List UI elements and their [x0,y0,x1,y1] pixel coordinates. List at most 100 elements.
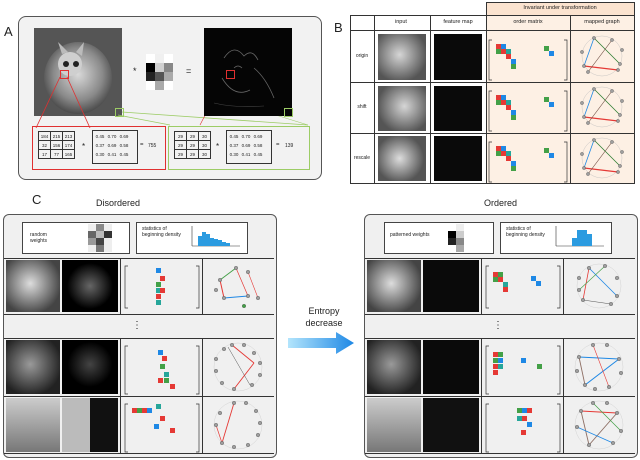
red-highlight-box [60,70,69,79]
patterned-weights-card [384,222,494,254]
ordered-title: Ordered [484,198,518,208]
ord-fm-3 [423,398,479,452]
ord-input-3 [367,398,421,452]
cell: 30 [198,149,211,159]
cell: 0.58 [119,143,129,148]
green-calc-box [168,126,310,170]
panel-b-matrices-graphs [488,35,624,183]
col-input: input [395,19,407,25]
dis-matrices-graphs [124,265,263,453]
cell: 29 [174,140,187,150]
disordered-title: Disordered [96,198,141,208]
cell: 0.45 [253,152,263,157]
ellipsis-disordered: ⋮ [132,320,142,331]
red-calc-box [32,126,166,170]
cell: 30 [198,131,211,141]
row-shift: shift [357,104,367,110]
cell: 29 [186,149,199,159]
cell: 29 [186,131,199,141]
cell: 0.69 [253,134,263,139]
cell: 0.41 [107,152,117,157]
dis-input-3 [6,398,60,452]
b-input-shift [378,86,426,131]
cell: 0.45 [119,152,129,157]
equals-green: = [276,142,280,148]
panel-b-letter: B [334,20,343,35]
col-order-matrix: order matrix [513,19,543,25]
row-rescale: rescale [353,155,371,161]
dis-fm-1 [62,260,118,312]
entropy-label: Entropy decrease [305,306,343,328]
cell: 0.37 [229,143,239,148]
b-input-rescale [378,136,426,181]
random-weights-card [22,222,130,254]
graph-origin [580,35,624,77]
panel-b-table: Invariant under transformation input fea… [350,2,635,184]
col-feature-map: feature map [443,19,473,25]
green-kernel-bracket [226,130,272,164]
cell: 29 [174,131,187,141]
cell: 0.30 [95,152,105,157]
cell: 29 [174,149,187,159]
ellipsis-ordered: ⋮ [493,320,503,331]
dis-fm-2 [62,340,118,394]
panel-a-letter: A [4,24,13,39]
b-fm-rescale [434,136,482,181]
cell: 30 [198,140,211,150]
equals-a: = [186,66,192,76]
green-result: 139 [285,143,294,149]
disordered-grid: ⋮ [4,258,274,454]
b-fm-origin [434,34,482,80]
ord-fm-2 [423,340,479,394]
stats-label-disordered: statistics of beginning density [142,226,181,238]
histogram-disordered [191,226,240,247]
cell: 215 [50,131,63,141]
cell: 17 [38,149,51,159]
ord-input-1 [367,260,421,312]
b-input-origin [378,34,426,80]
red-result: 755 [148,143,157,149]
cell: 0.69 [107,143,117,148]
conv-symbol-green: * [216,142,220,151]
ordered-grid: ⋮ [365,258,635,454]
ord-input-2 [367,340,421,394]
panel-c-letter: C [32,192,42,207]
conv-symbol-red: * [82,142,86,151]
cell: 184 [38,131,51,141]
cell: 213 [62,131,75,141]
equals-red: = [140,142,144,148]
kernel-heatmap [146,54,173,90]
cell: 32 [38,140,51,150]
cell: 77 [50,149,63,159]
order-matrix-origin [488,39,568,81]
invariant-header-bg [486,2,634,15]
dis-input-1 [6,260,60,312]
cell: 0.37 [95,143,105,148]
b-fm-shift [434,86,482,131]
invariant-header: Invariant under transformation [523,5,597,11]
histogram-ordered [555,226,604,247]
entropy-arrow-icon [288,332,354,354]
cell: 0.45 [95,134,105,139]
cell: 0.58 [253,143,263,148]
cell: 165 [62,149,75,159]
cell: 0.30 [229,152,239,157]
patterned-weights-heatmap [448,224,472,252]
cell: 0.45 [229,134,239,139]
cell: 0.70 [107,134,117,139]
dis-fm-3 [62,398,118,452]
col-mapped-graph: mapped graph [584,19,620,25]
red-kernel-bracket [92,130,138,164]
green-highlight-box-fm [284,108,293,117]
conv-symbol-a: * [133,66,137,76]
red-highlight-box-fm [226,70,235,79]
cell: 156 [50,140,63,150]
cell: 174 [62,140,75,150]
ord-matrices-graphs [485,263,624,453]
cell: 0.41 [241,152,251,157]
feature-map-a [204,28,292,116]
